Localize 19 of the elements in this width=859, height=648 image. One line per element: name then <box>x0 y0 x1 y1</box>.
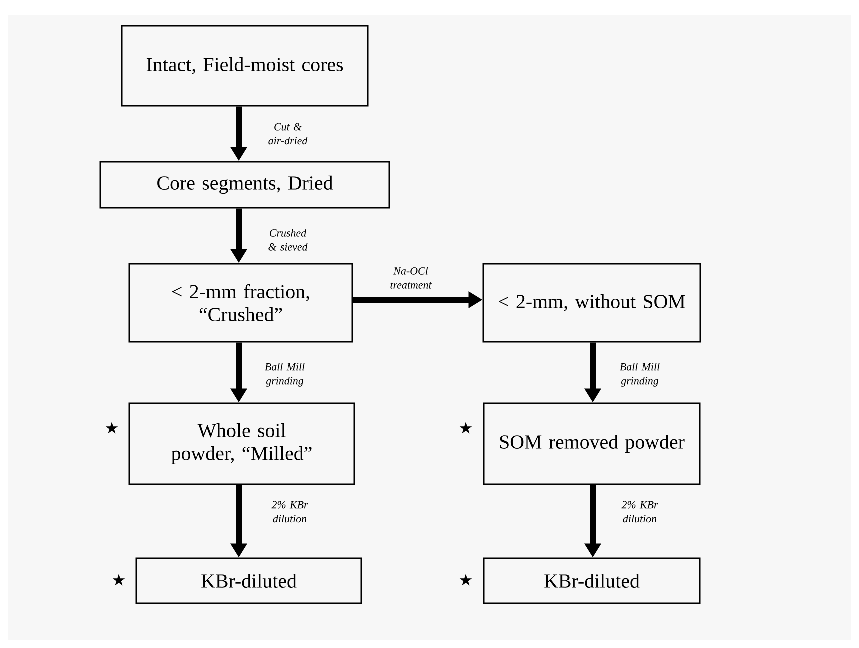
star-mark: ★ <box>460 422 472 434</box>
star-mark: ★ <box>112 574 126 586</box>
edge-label: Ball Mill grinding <box>620 363 660 387</box>
process-box: < 2-mm, without SOM <box>482 263 702 343</box>
star-mark: ★ <box>460 574 472 586</box>
star-mark: ★ <box>106 422 118 434</box>
process-box: KBr-diluted <box>483 558 701 604</box>
process-box: Core segments, Dried <box>100 161 390 209</box>
process-box: Intact, Field-moist cores <box>121 25 369 107</box>
edge-label: Na-OCl treatment <box>390 267 432 289</box>
edge-label: 2% KBr dilution <box>272 501 308 523</box>
edge-label: Cut & air-dried <box>268 123 308 145</box>
edge-label: Ball Mill grinding <box>265 363 305 387</box>
process-box: < 2-mm fraction, “Crushed” <box>128 263 354 343</box>
process-box: SOM removed powder <box>483 402 701 486</box>
process-box: Whole soil powder, “Milled” <box>128 402 356 486</box>
process-box: KBr-diluted <box>136 558 362 604</box>
edge-label: 2% KBr dilution <box>622 501 658 523</box>
edge-label: Crushed & sieved <box>268 229 308 251</box>
